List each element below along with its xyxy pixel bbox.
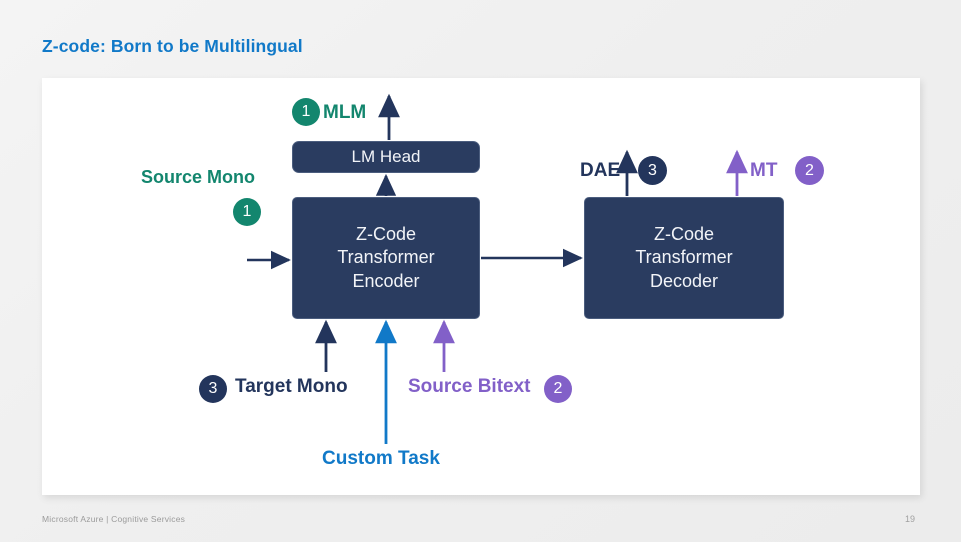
badge-target-mono: 3 [199,375,227,403]
badge-source-mono: 1 [233,198,261,226]
badge-mlm: 1 [292,98,320,126]
label-mt: MT [750,160,778,181]
label-target-mono: Target Mono [235,376,348,397]
block-encoder-line2: Transformer [337,247,435,268]
badge-source-bitext: 2 [544,375,572,403]
badge-dae: 3 [638,156,667,185]
footer-branding: Microsoft Azure | Cognitive Services [42,514,186,524]
label-custom-task: Custom Task [322,448,440,469]
block-decoder: Z-Code Transformer Decoder [584,197,784,319]
block-decoder-line3: Decoder [649,270,719,291]
block-decoder-line1: Z-Code [653,224,714,245]
label-source-bitext: Source Bitext [408,376,531,397]
block-decoder-label: Z-Code Transformer Decoder [635,223,732,292]
block-encoder: Z-Code Transformer Encoder [292,197,480,319]
label-dae: DAE [580,160,621,181]
page-title: Z-code: Born to be Multilingual [42,36,303,56]
block-encoder-label: Z-Code Transformer Encoder [337,223,434,292]
block-lm-head: LM Head [292,141,480,173]
block-encoder-line1: Z-Code [355,224,416,245]
diagram-canvas [42,78,920,495]
badge-mt: 2 [795,156,824,185]
block-decoder-line2: Transformer [635,247,733,268]
label-mlm: MLM [323,102,367,123]
label-source-mono: Source Mono [141,167,256,187]
footer-page-number: 19 [905,514,916,524]
block-lm-head-label: LM Head [351,147,421,167]
block-encoder-line3: Encoder [352,270,420,291]
